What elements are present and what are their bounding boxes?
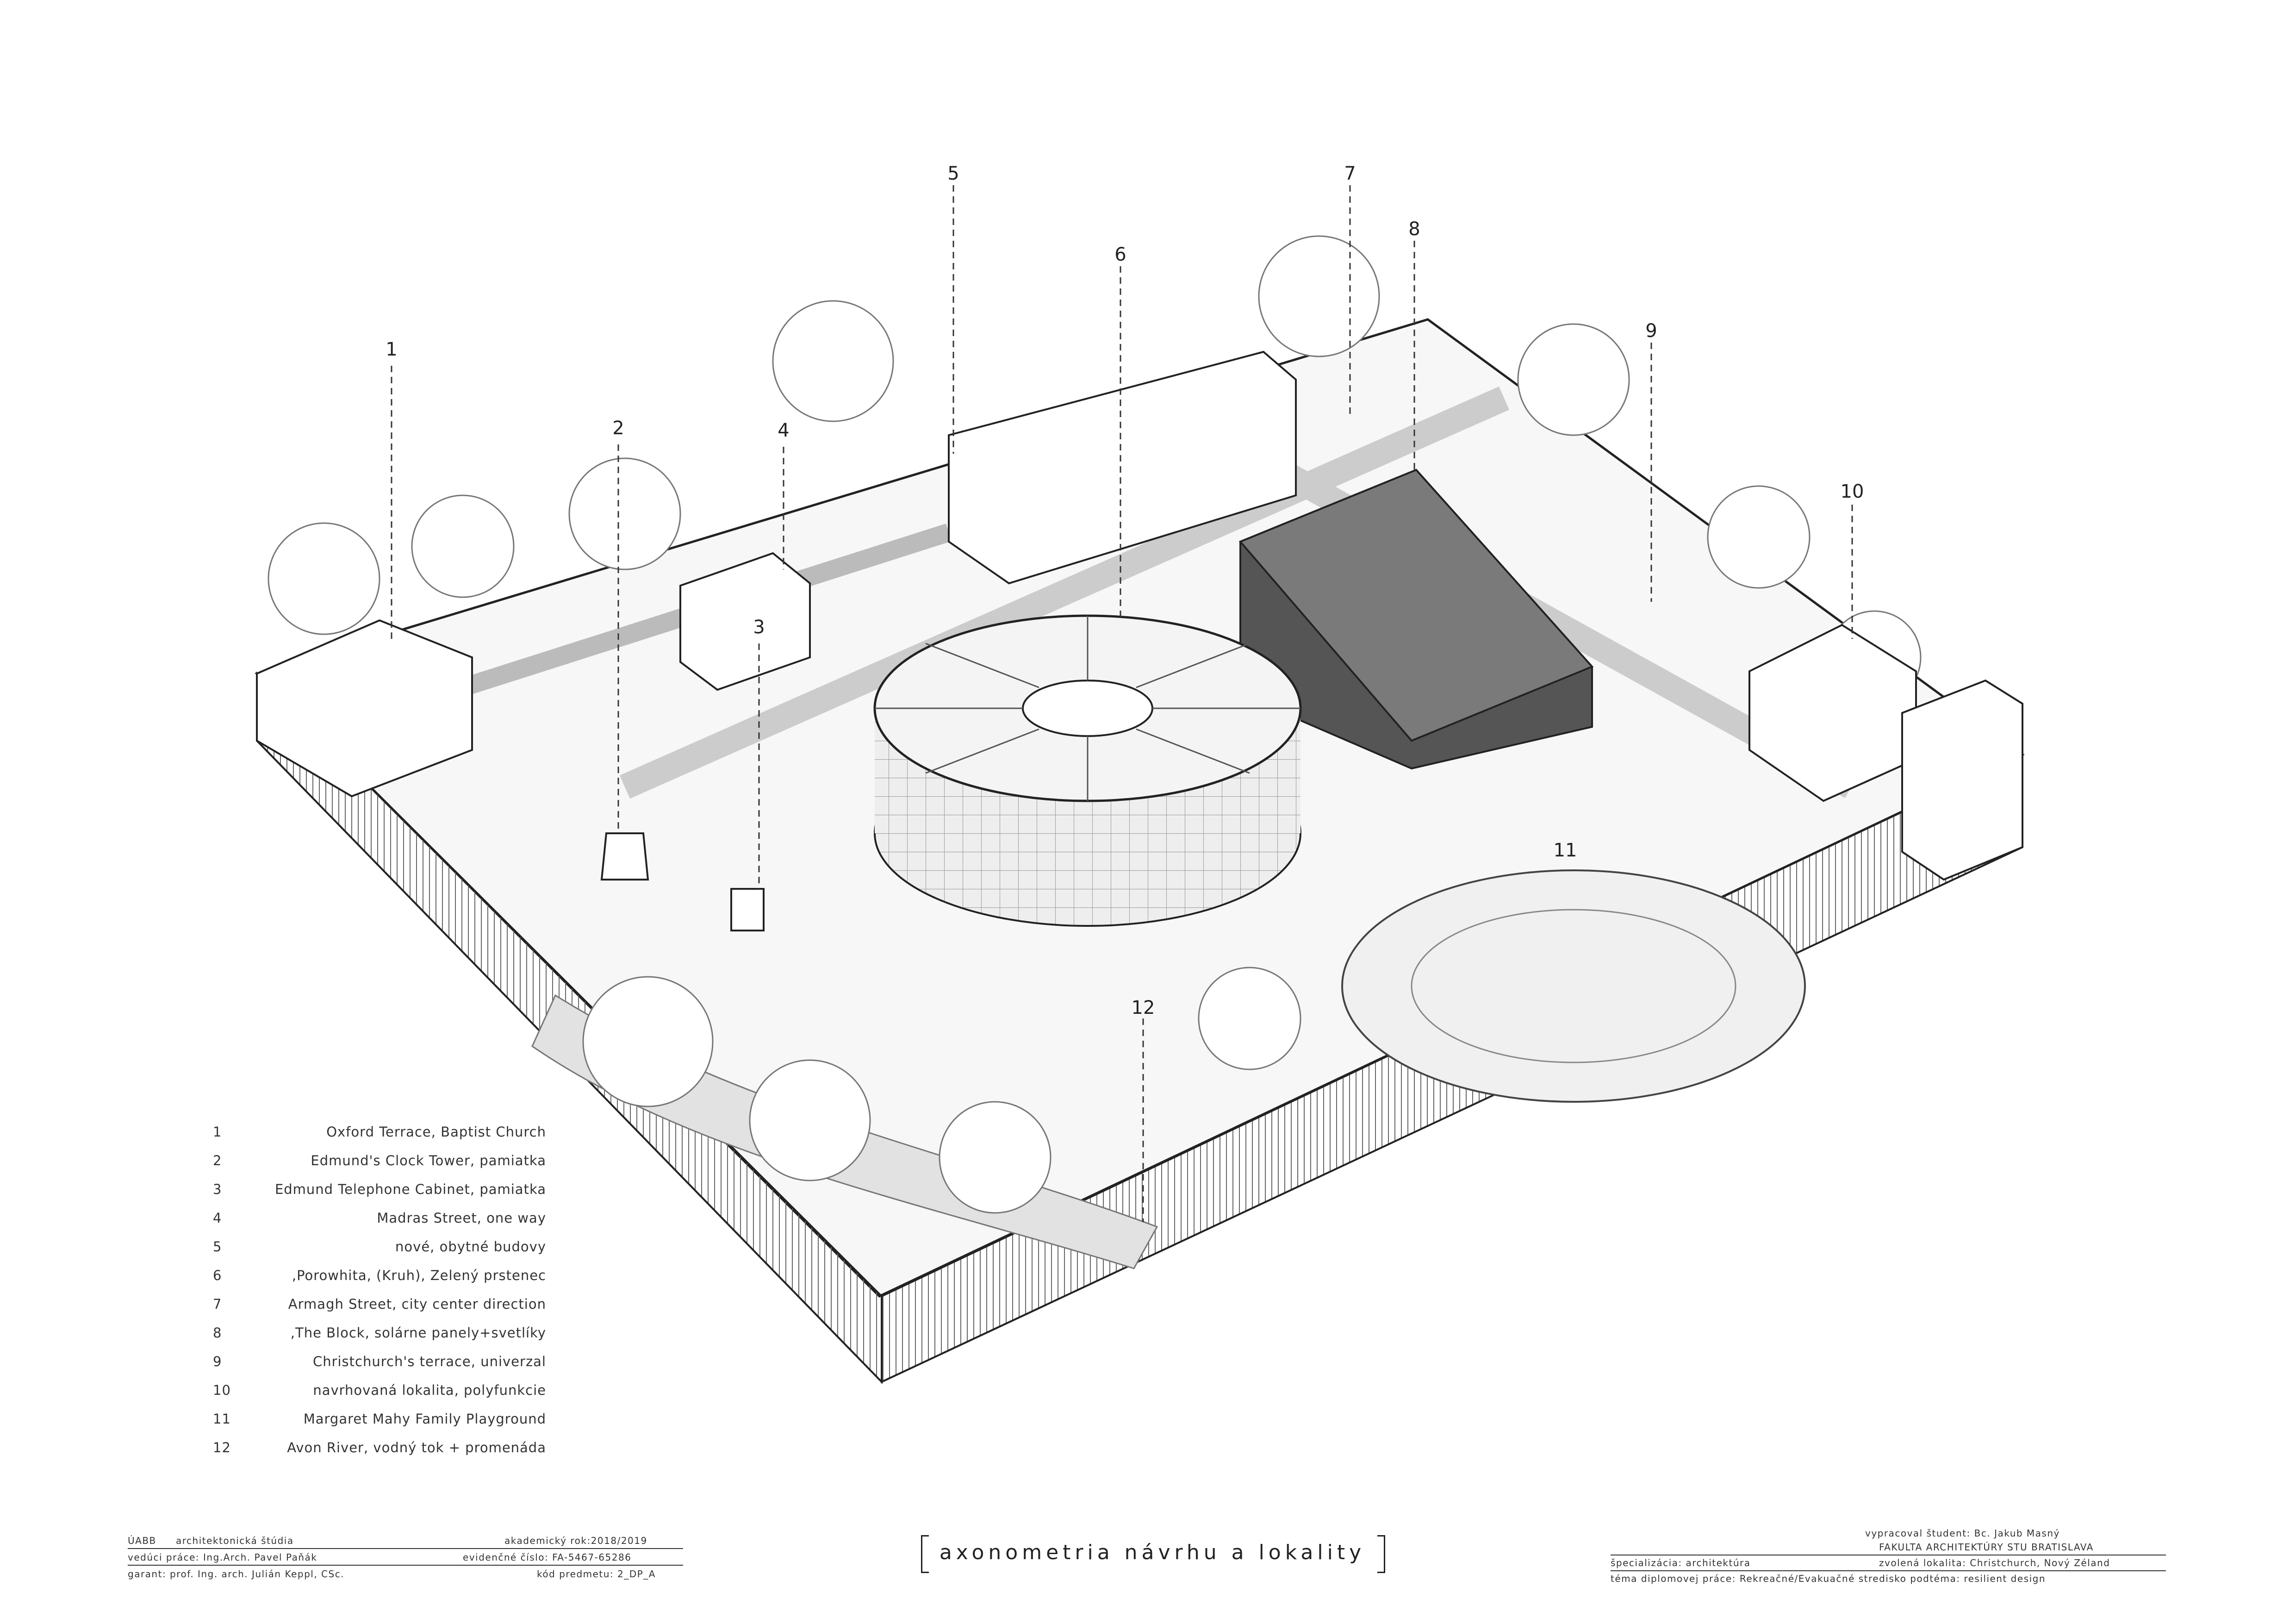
street-madras: [619, 386, 1510, 799]
academic-year-label: akademický rok:2018/2019: [504, 1535, 647, 1546]
legend-row: 9 Christchurch's terrace, univerzal: [213, 1349, 546, 1378]
tree: [1707, 485, 1811, 589]
tree: [568, 457, 681, 570]
ring-oculus: [1022, 680, 1153, 737]
tree: [582, 976, 714, 1107]
callout-6: 6: [1114, 244, 1126, 265]
location-label: zvolená lokalita: Christchurch, Nový Zél…: [1879, 1557, 2110, 1568]
legend-row: 7 Armagh Street, city center direction: [213, 1292, 546, 1320]
callout-9: 9: [1645, 320, 1657, 342]
institute-label: ÚABB: [128, 1535, 156, 1546]
tree: [749, 1059, 871, 1181]
subject-code-label: kód predmetu: 2_DP_A: [537, 1568, 656, 1580]
title-bracket-left: [921, 1535, 929, 1573]
legend-number: 7: [213, 1296, 222, 1312]
legend-row: 4 Madras Street, one way: [213, 1206, 546, 1234]
legend-number: 8: [213, 1325, 222, 1341]
legend-number: 3: [213, 1181, 222, 1197]
legend-label: Madras Street, one way: [377, 1210, 546, 1226]
callouts: [391, 185, 1853, 1222]
sheet-title: axonometria návrhu a lokality: [939, 1541, 1366, 1564]
callout-11: 11: [1554, 840, 1577, 861]
the-block-roof: [1238, 468, 1594, 742]
legend-row: 8 ,The Block, solárne panely+svetlíky: [213, 1320, 546, 1349]
studio-label: architektonická štúdia: [176, 1535, 294, 1546]
legend-number: 11: [213, 1411, 231, 1427]
legend-number: 10: [213, 1382, 231, 1398]
porowhita-ring: [873, 614, 1302, 927]
legend-label: Armagh Street, city center direction: [288, 1296, 546, 1312]
title-bracket-right: [1377, 1535, 1385, 1573]
residential-block: [948, 350, 1297, 585]
building-madras: [679, 552, 811, 691]
legend-row: 12 Avon River, vodný tok + promenáda: [213, 1435, 546, 1464]
legend-row: 3 Edmund Telephone Cabinet, pamiatka: [213, 1177, 546, 1206]
legend-label: Christchurch's terrace, univerzal: [312, 1354, 546, 1369]
callout-1: 1: [386, 339, 397, 360]
legend-number: 1: [213, 1124, 222, 1140]
tree: [772, 300, 894, 422]
legend-number: 6: [213, 1268, 222, 1283]
legend-label: ,The Block, solárne panely+svetlíky: [290, 1325, 546, 1341]
callout-3: 3: [753, 617, 765, 638]
specialization-label: špecializácia: architektúra: [1611, 1557, 1751, 1568]
legend-row: 1 Oxford Terrace, Baptist Church: [213, 1119, 546, 1148]
tree: [1517, 323, 1630, 436]
legend-row: 11 Margaret Mahy Family Playground: [213, 1406, 546, 1435]
proposed-building-b: [1901, 679, 2023, 881]
legend-label: nové, obytné budovy: [395, 1239, 546, 1255]
playground-inner: [1411, 909, 1736, 1063]
legend-row: 2 Edmund's Clock Tower, pamiatka: [213, 1148, 546, 1177]
title-block-divider: [128, 1548, 683, 1549]
callout-4: 4: [778, 420, 789, 441]
legend-label: navrhovaná lokalita, polyfunkcie: [313, 1382, 546, 1398]
building-baptist-church: [256, 619, 473, 798]
legend-row: 6 ,Porowhita, (Kruh), Zelený prstenec: [213, 1263, 546, 1292]
legend-label: Edmund's Clock Tower, pamiatka: [311, 1153, 546, 1168]
margaret-mahy-playground: [1341, 869, 1806, 1103]
legend-label: ,Porowhita, (Kruh), Zelený prstenec: [292, 1268, 546, 1283]
callout-8: 8: [1408, 219, 1420, 240]
telephone-cabinet: [730, 888, 765, 931]
callout-10: 10: [1841, 481, 1864, 502]
title-block-divider: [1611, 1570, 2166, 1571]
callout-2: 2: [612, 418, 624, 439]
legend-label: Avon River, vodný tok + promenáda: [287, 1440, 546, 1455]
callout-5: 5: [947, 163, 959, 184]
legend: 1 Oxford Terrace, Baptist Church 2 Edmund'…: [213, 1119, 546, 1464]
legend-number: 4: [213, 1210, 222, 1226]
legend-label: Edmund Telephone Cabinet, pamiatka: [274, 1181, 546, 1197]
guarantor-label: garant: prof. Ing. arch. Julián Keppl, C…: [128, 1568, 345, 1580]
callout-7: 7: [1344, 163, 1356, 184]
legend-label: Margaret Mahy Family Playground: [303, 1411, 546, 1427]
tree: [1258, 235, 1380, 357]
tree: [1198, 967, 1301, 1070]
clock-tower: [600, 832, 649, 881]
legend-row: 10 navrhovaná lokalita, polyfunkcie: [213, 1378, 546, 1406]
supervisor-label: vedúci práce: Ing.Arch. Pavel Paňák: [128, 1552, 317, 1563]
ring-roof-ribs: [875, 616, 1300, 801]
buildings: [256, 350, 2023, 931]
callout-numbers: 1 2 3 4 5 6 7 8 9 10 11 12: [386, 163, 1864, 1018]
legend-row: 5 nové, obytné budovy: [213, 1234, 546, 1263]
tree: [411, 494, 515, 598]
thesis-topic-label: téma diplomovej práce: Rekreačné/Evakuač…: [1611, 1573, 2046, 1584]
callout-12: 12: [1132, 997, 1155, 1018]
student-label: vypracoval študent: Bc. Jakub Masný: [1865, 1528, 2060, 1539]
tree: [268, 522, 380, 635]
legend-number: 5: [213, 1239, 222, 1255]
legend-number: 12: [213, 1440, 231, 1455]
legend-label: Oxford Terrace, Baptist Church: [326, 1124, 546, 1140]
registration-label: evidenčné číslo: FA-5467-65286: [463, 1552, 632, 1563]
faculty-label: FAKULTA ARCHITEKTÚRY STU BRATISLAVA: [1879, 1542, 2094, 1553]
legend-number: 9: [213, 1354, 222, 1369]
title-block-divider: [128, 1565, 683, 1566]
tree: [939, 1101, 1052, 1214]
legend-number: 2: [213, 1153, 222, 1168]
